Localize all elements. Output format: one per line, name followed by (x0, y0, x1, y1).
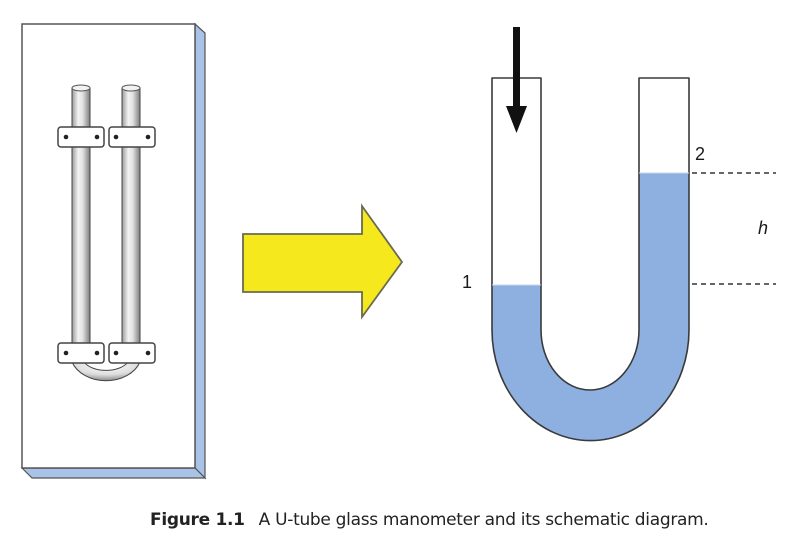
down-arrow-icon (506, 27, 527, 133)
board-front-face (21, 23, 196, 469)
right-tube-opening (121, 84, 141, 92)
tube-outline (491, 77, 690, 442)
right-arrow-icon (242, 203, 404, 320)
figure-caption: Figure 1.1 A U-tube glass manometer and i… (150, 510, 709, 530)
board-bottom-face (20, 467, 207, 479)
schematic-u-tube (491, 77, 690, 442)
clamp-top-right (108, 126, 156, 148)
height-label: h (758, 218, 768, 238)
manometer-board (20, 22, 207, 480)
clamp-top-left (57, 126, 105, 148)
board-side-face (194, 22, 206, 480)
manometer-figure: 1 2 h (20, 22, 776, 480)
point-1-label: 1 (462, 272, 472, 292)
glass-u-tube (71, 84, 141, 382)
clamp-bottom-left (57, 342, 105, 364)
left-tube-opening (71, 84, 91, 92)
manometer-liquid (492, 173, 689, 441)
point-2-label: 2 (695, 144, 705, 164)
figure-number: Figure 1.1 (150, 510, 245, 530)
tube-clamps (57, 126, 156, 364)
clamp-bottom-right (108, 342, 156, 364)
figure-caption-text: A U-tube glass manometer and its schemat… (258, 510, 709, 530)
